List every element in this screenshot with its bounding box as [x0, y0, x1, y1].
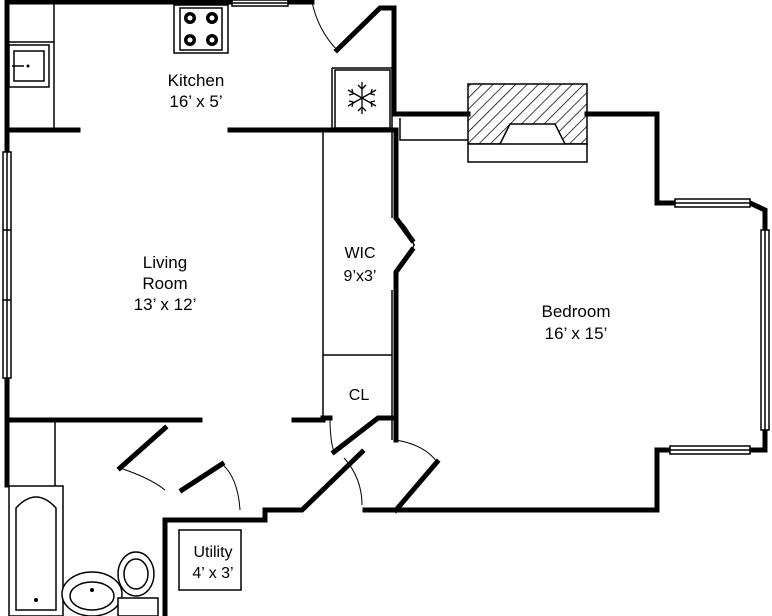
exterior-walls	[4, 0, 768, 616]
kitchen-sink-icon	[8, 44, 50, 88]
kitchen-name: Kitchen	[168, 71, 225, 90]
fireplace-icon	[399, 83, 588, 163]
living-name-1: Living	[143, 253, 187, 272]
kitchen-size: 16’ x 5’	[169, 92, 222, 111]
bedroom-name: Bedroom	[542, 302, 611, 321]
bedroom-size: 16’ x 15’	[545, 324, 608, 343]
snowflake-icon	[334, 69, 391, 129]
toilet-icon	[117, 551, 159, 616]
doors	[119, 1, 438, 511]
wic-size: 9’x3’	[344, 268, 377, 285]
bathtub-icon	[8, 485, 64, 616]
utility-size: 4’ x 3’	[192, 565, 233, 582]
room-labels: Kitchen 16’ x 5’ Living Room 13’ x 12’ W…	[134, 71, 611, 582]
bathroom-sink-icon	[61, 571, 123, 616]
stove-icon	[173, 4, 229, 54]
utility-name: Utility	[193, 544, 232, 561]
closet-name: CL	[349, 387, 370, 404]
living-name-2: Room	[142, 274, 187, 293]
living-size: 13’ x 12’	[134, 295, 197, 314]
wic-name: WIC	[344, 245, 375, 262]
interior-walls	[4, 2, 441, 616]
windows	[2, 0, 770, 455]
